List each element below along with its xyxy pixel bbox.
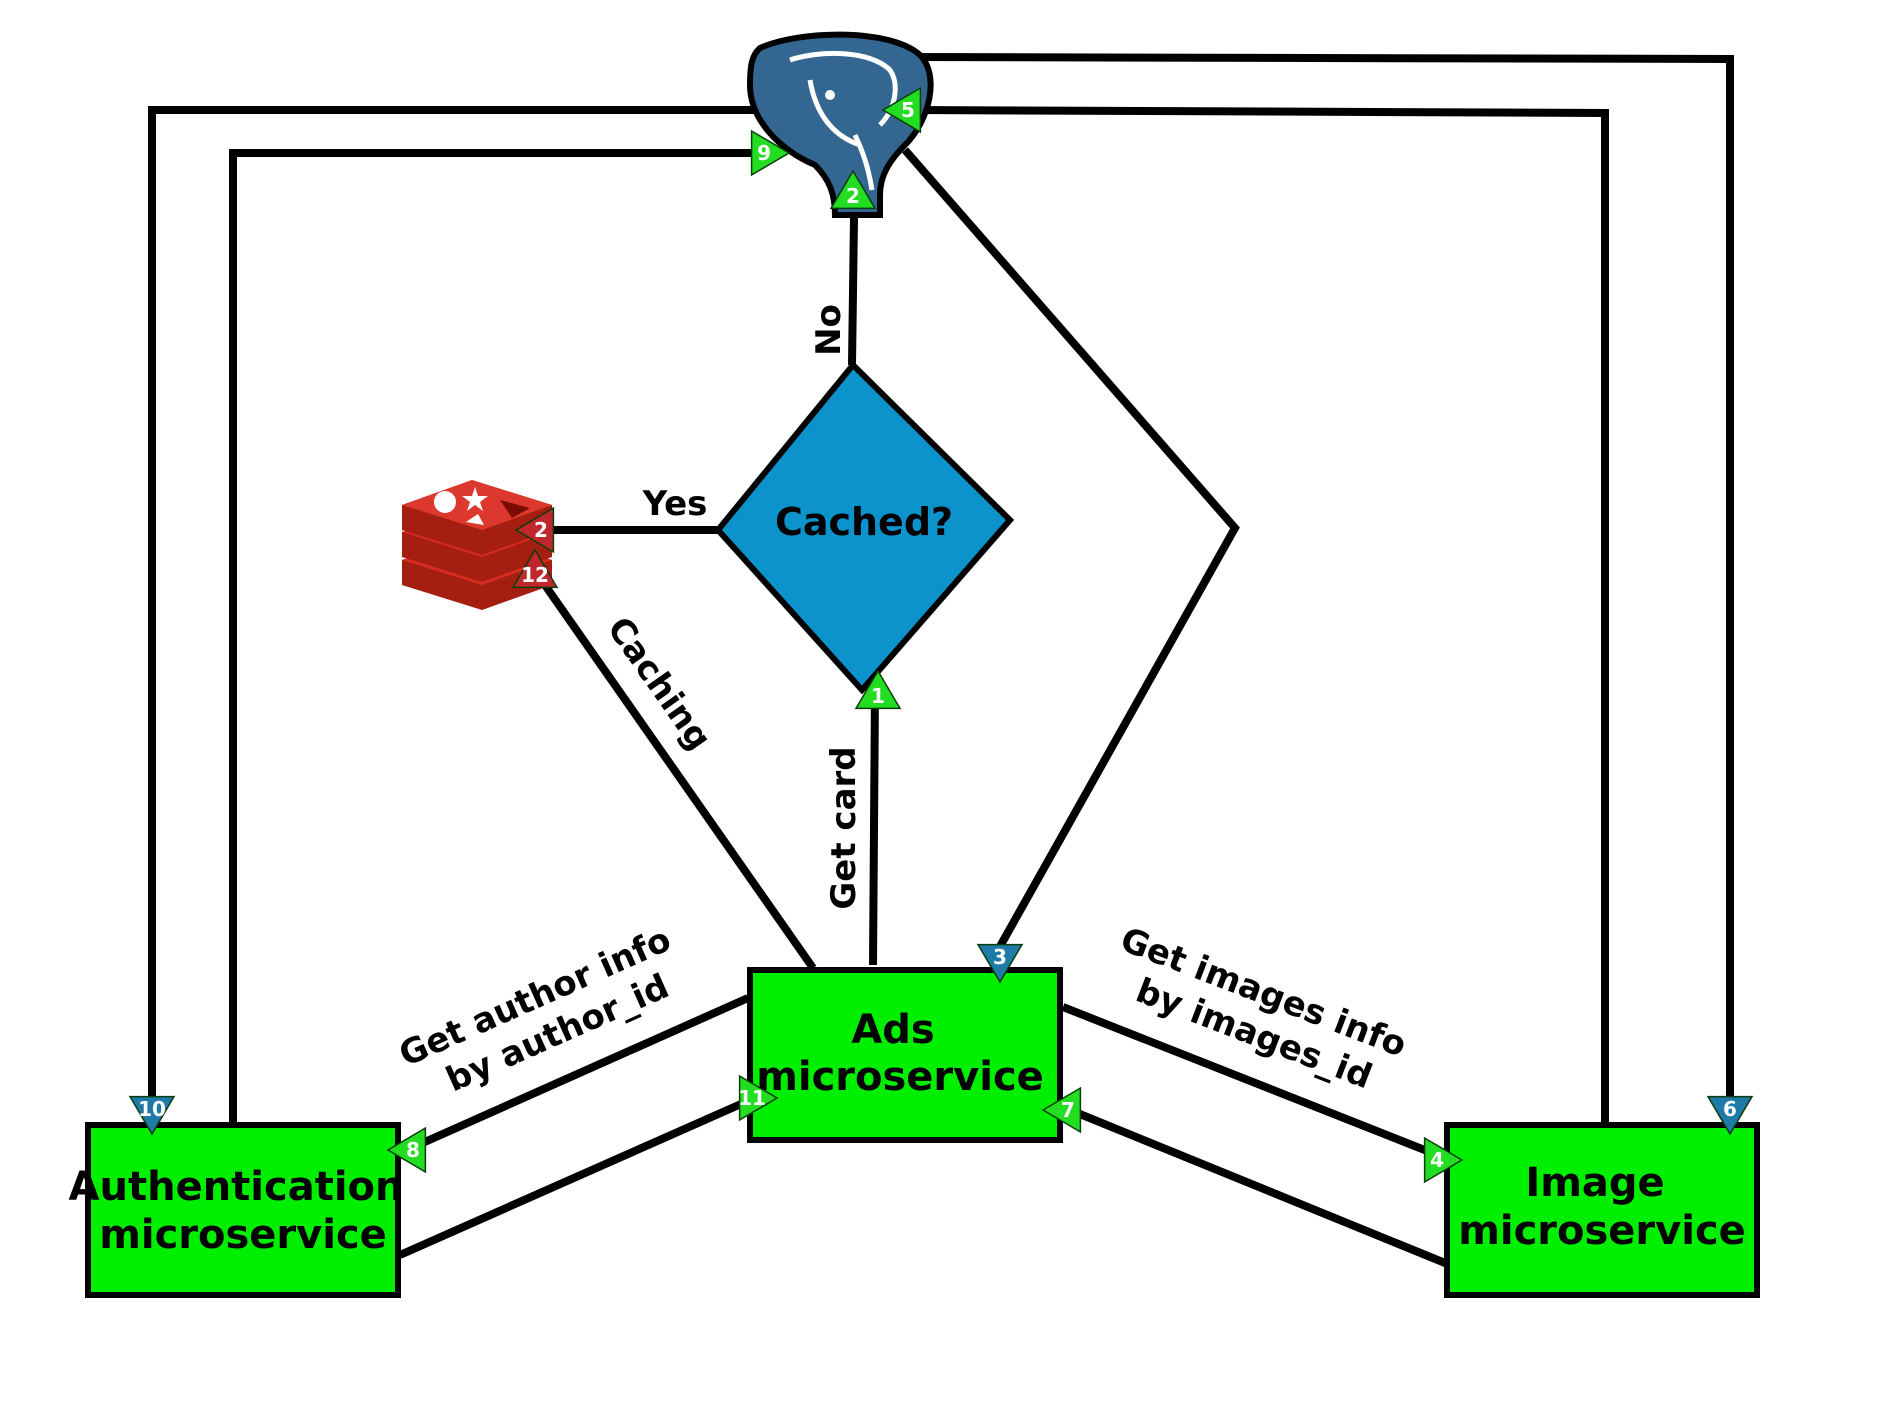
step-number-2: 2 [846, 184, 860, 208]
step-number-12: 12 [521, 563, 549, 587]
cached-decision: Cached? [714, 360, 1015, 695]
image-to-db-inner-line [909, 106, 1609, 1125]
step-marker-8 [386, 1126, 427, 1174]
step-marker-2 [829, 169, 877, 210]
image-box-label: Image microservice [1458, 1160, 1746, 1254]
step-marker-1 [854, 669, 902, 710]
auth-label-line: microservice [99, 1212, 387, 1258]
auth-to-ads-line [398, 1096, 752, 1259]
ads-box-label: Ads microservice [756, 1007, 1044, 1100]
auth-microservice-box: Authentication microservice [69, 1122, 418, 1298]
ads-label-line: Ads [851, 1007, 934, 1053]
get-card-label: Get card [824, 746, 864, 909]
auth-label-line: Authentication [69, 1164, 404, 1210]
redis-cube-icon [402, 480, 552, 610]
step-number-5: 5 [901, 98, 915, 122]
step-number-3: 3 [993, 945, 1007, 969]
yes-label: Yes [642, 484, 708, 524]
image-to-ads-line [1068, 1106, 1452, 1269]
step-number-6: 6 [1723, 1097, 1737, 1121]
step-number-11: 11 [738, 1086, 766, 1110]
db-to-ads-line [901, 147, 1240, 952]
step-marker-9 [750, 129, 791, 177]
step-number-7: 7 [1061, 1098, 1075, 1122]
ads-microservice-box: Ads microservice [747, 967, 1063, 1143]
auth-to-db-inner-line [229, 149, 758, 1125]
db-to-image-outer-line [909, 53, 1734, 1100]
ads-caching-line [536, 575, 817, 971]
get-images-label: Get images info by images_id [1100, 920, 1423, 1109]
step-marker-4 [1423, 1136, 1464, 1184]
step-marker-10 [128, 1095, 176, 1136]
step-marker-11 [738, 1074, 779, 1122]
step-marker-3 [976, 943, 1024, 984]
step-number-10: 10 [138, 1097, 166, 1121]
cached-no-line [848, 217, 858, 366]
image-microservice-box: Image microservice [1444, 1122, 1760, 1298]
postgresql-elephant-icon [746, 31, 934, 218]
ads-to-auth-line [416, 994, 750, 1149]
ads-to-image-line [1061, 1003, 1452, 1164]
ads-get-card-line [869, 689, 879, 966]
step-marker-5 [881, 86, 922, 134]
ads-label-line: microservice [756, 1054, 1044, 1100]
step-marker-12 [511, 548, 559, 589]
step-marker-2 [514, 506, 555, 554]
image-label-line: Image [1525, 1160, 1664, 1206]
step-marker-6 [1706, 1095, 1754, 1136]
connectors [148, 53, 1734, 1269]
step-number-9: 9 [757, 141, 771, 165]
auth-box-label: Authentication microservice [69, 1164, 418, 1258]
step-number-4: 4 [1430, 1148, 1444, 1172]
step-number-1: 1 [871, 684, 885, 708]
no-label: No [809, 304, 849, 356]
step-number-2: 2 [534, 518, 548, 542]
step-marker-7 [1041, 1086, 1082, 1134]
cached-label: Cached? [775, 500, 953, 544]
step-number-8: 8 [406, 1138, 420, 1162]
db-to-auth-outer-line [148, 106, 755, 1100]
image-label-line: microservice [1458, 1208, 1746, 1254]
